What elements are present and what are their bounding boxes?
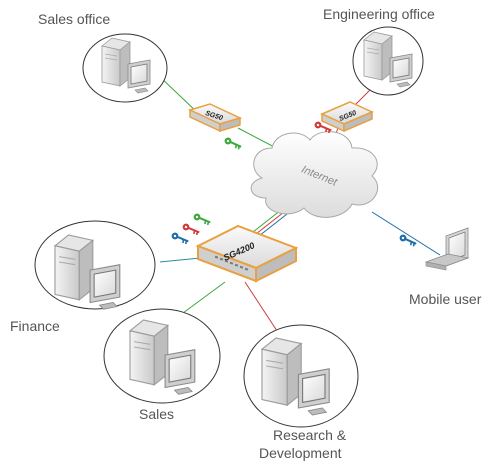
- sg4200-device: SG4200: [195, 224, 299, 283]
- sg4200-ports: [214, 255, 249, 271]
- engineering-office-label: Engineering office: [323, 6, 435, 22]
- mobile-user-label: Mobile user: [409, 291, 482, 307]
- finance-group: Finance: [10, 220, 156, 334]
- mobile-user-group: Mobile user: [409, 227, 482, 307]
- sg50-right-device: SG50: [320, 101, 374, 133]
- research-development-label-line2: Development: [259, 445, 342, 461]
- green-key-icon: [191, 212, 213, 227]
- blue-key-icon: [397, 232, 419, 248]
- engineering-office-group: Engineering office: [323, 6, 435, 96]
- sg50-left-device: SG50: [187, 103, 243, 133]
- sales-group: Sales: [103, 308, 221, 422]
- blue-key-icon: [169, 231, 191, 246]
- finance-label: Finance: [10, 318, 60, 334]
- link-mobile-user: [371, 211, 441, 256]
- sales-office-group: Sales office: [38, 11, 168, 103]
- green-key-icon: [222, 135, 244, 151]
- red-key-icon: [180, 222, 202, 237]
- research-development-group: Research & Development: [243, 324, 359, 461]
- sales-label: Sales: [139, 406, 174, 422]
- laptop-icon: [424, 227, 470, 271]
- internet-cloud: Internet: [250, 131, 378, 218]
- research-development-label-line1: Research &: [273, 427, 347, 443]
- link-finance: [159, 257, 201, 263]
- sales-office-label: Sales office: [38, 11, 110, 27]
